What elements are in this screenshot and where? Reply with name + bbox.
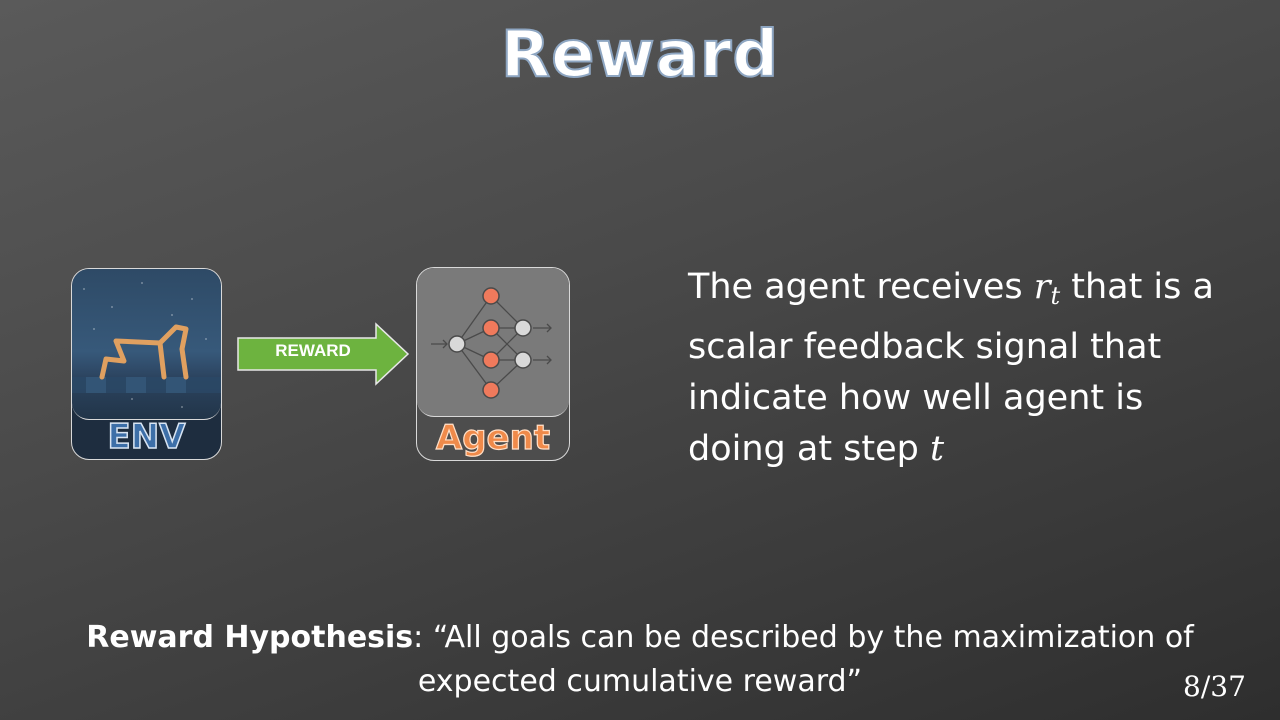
reward-description: The agent receives rt that is a scalar f… bbox=[688, 262, 1248, 475]
agent-tile: Agent bbox=[416, 267, 570, 461]
env-tile: ENV bbox=[71, 268, 222, 460]
description-text-cont: that is a scalar feedback signal that in… bbox=[688, 267, 1214, 469]
walker-robot-illustration bbox=[72, 269, 221, 420]
reward-subscript: t bbox=[1050, 282, 1061, 310]
slide-title: Reward bbox=[500, 17, 780, 93]
reward-hypothesis: Reward Hypothesis: “All goals can be des… bbox=[20, 616, 1260, 704]
step-symbol: t bbox=[930, 429, 945, 469]
env-label: ENV bbox=[107, 416, 187, 458]
reward-symbol: rt bbox=[1033, 267, 1061, 310]
neural-network-icon bbox=[417, 268, 569, 417]
description-text: The agent receives bbox=[688, 267, 1034, 307]
hypothesis-term: Reward Hypothesis bbox=[86, 620, 414, 655]
agent-label: Agent bbox=[435, 417, 551, 458]
hypothesis-text: : “All goals can be described by the max… bbox=[413, 620, 1194, 699]
page-number: 8/37 bbox=[1183, 670, 1246, 703]
reward-arrow bbox=[237, 322, 410, 386]
reward-arrow-label: REWARD bbox=[275, 341, 351, 360]
